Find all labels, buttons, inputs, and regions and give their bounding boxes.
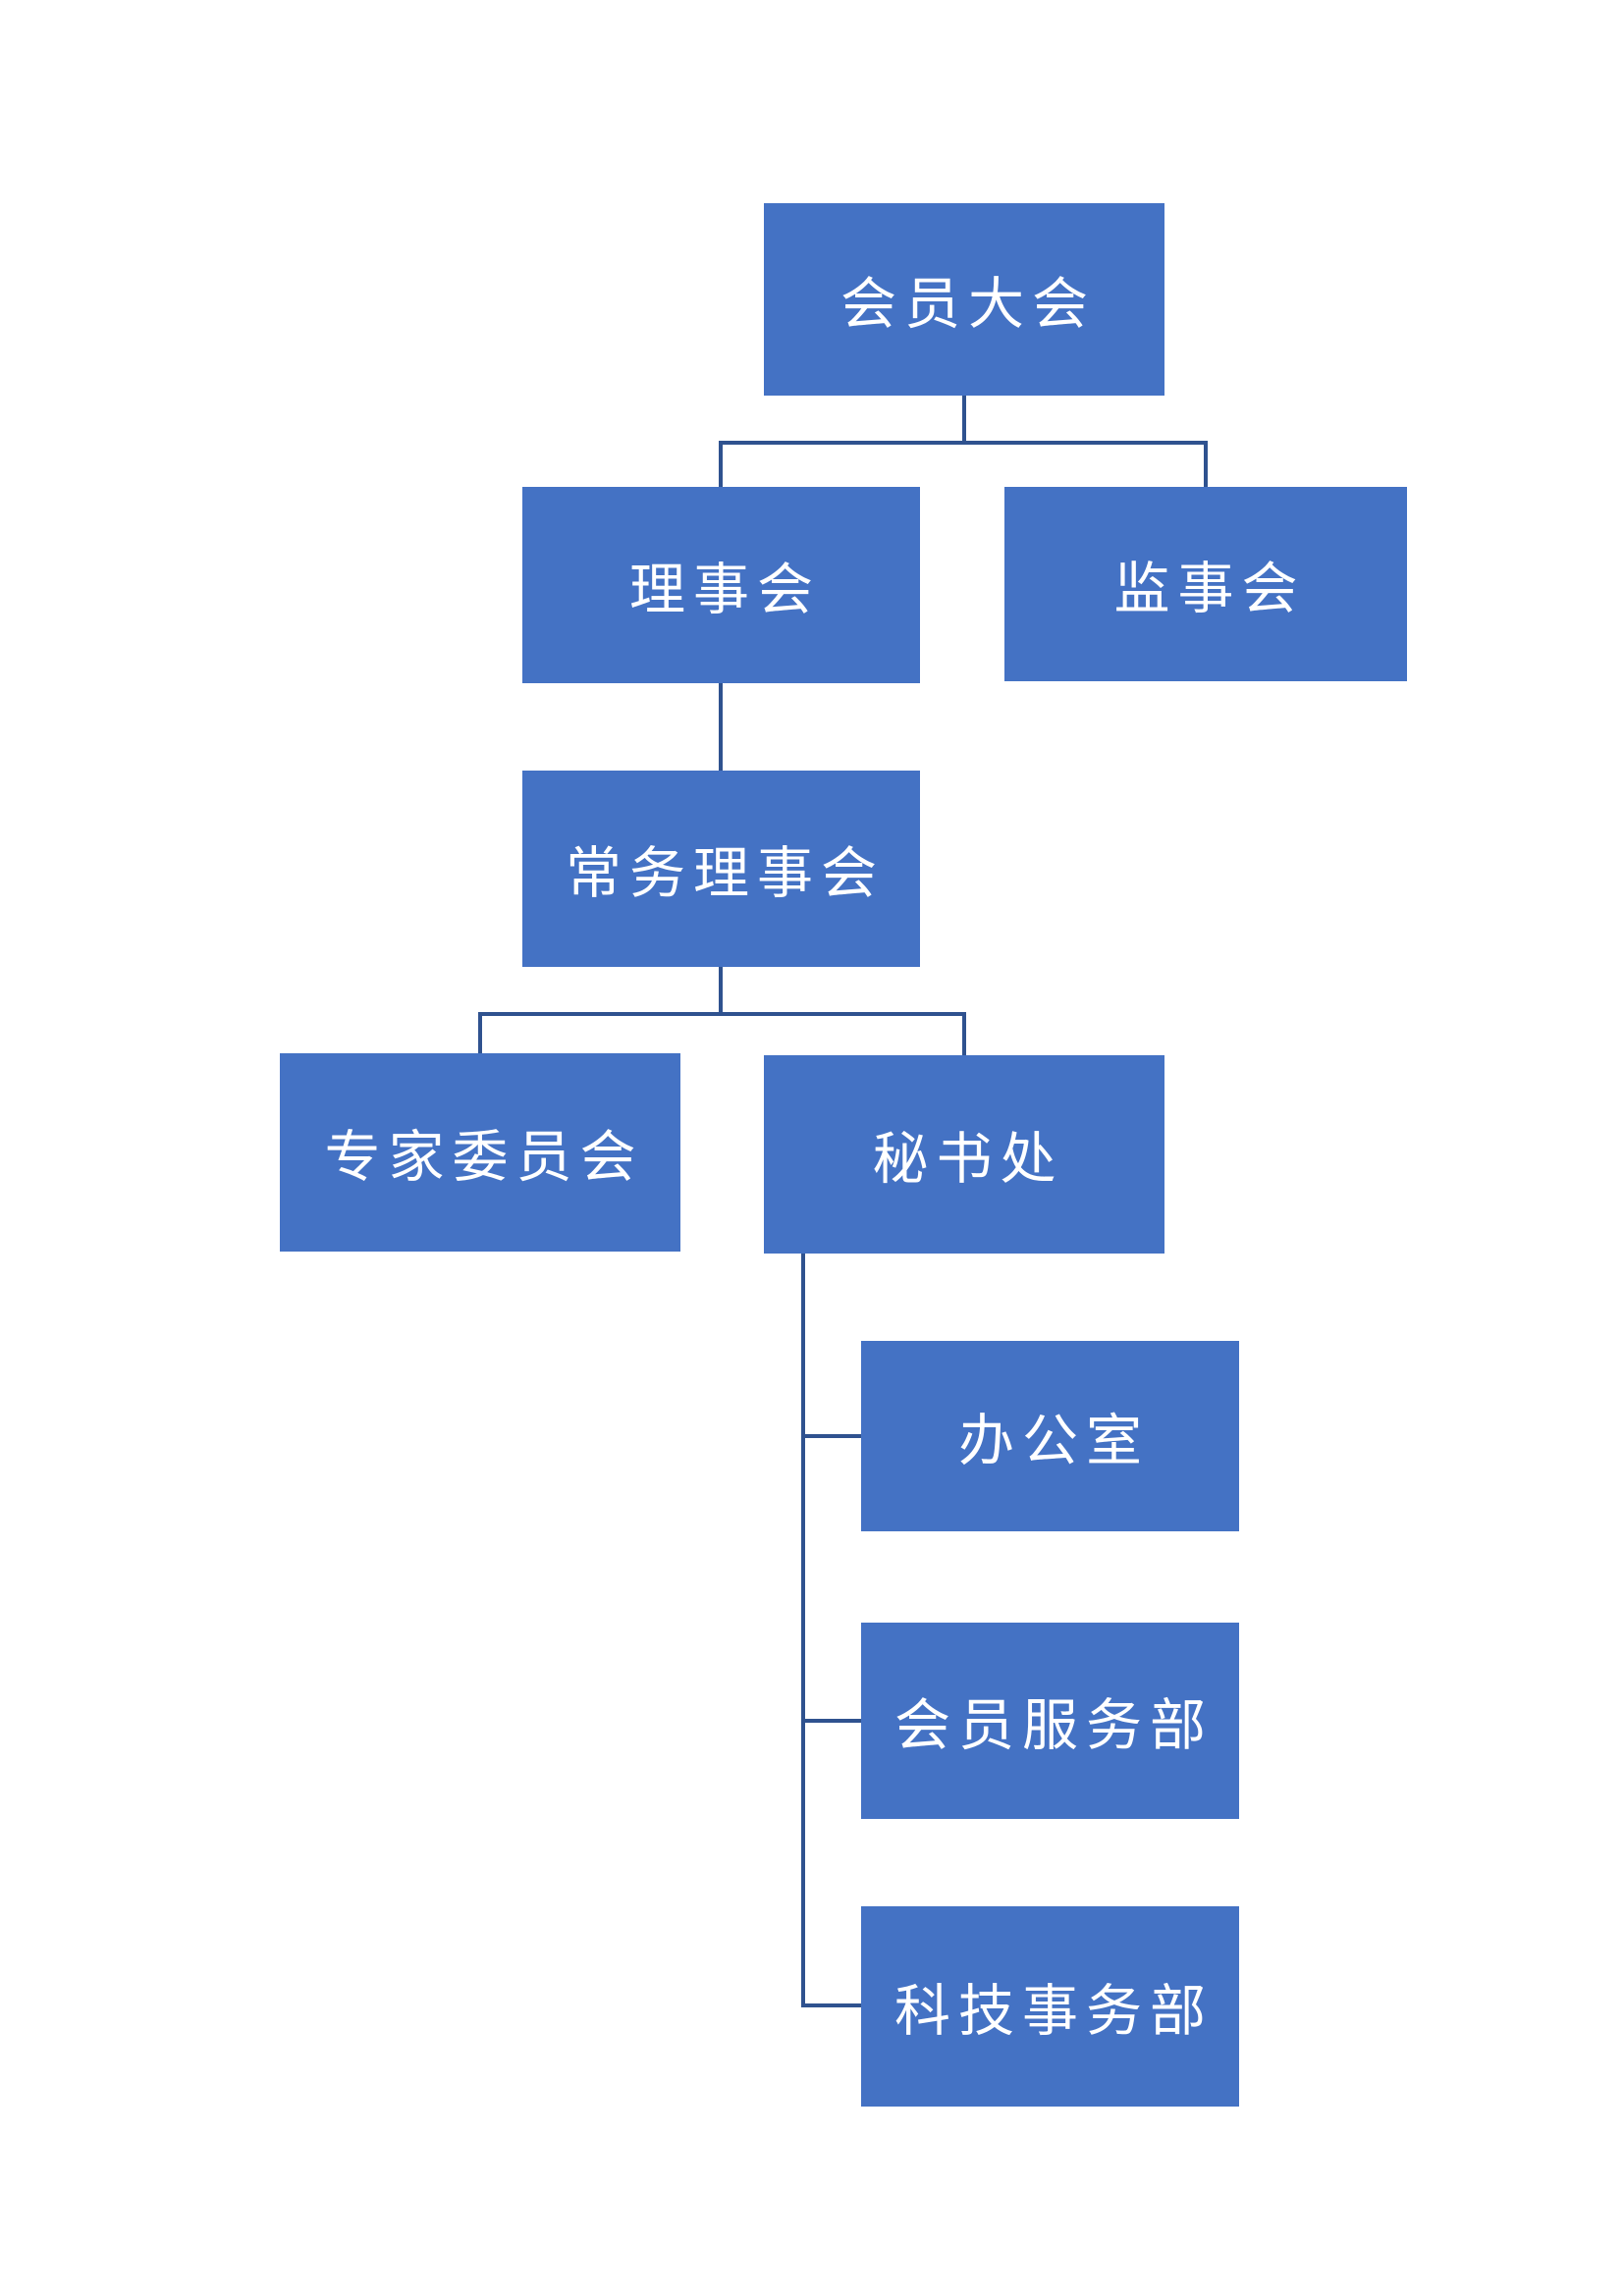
org-box-label: 常务理事会 <box>566 843 885 905</box>
org-box-label: 办公室 <box>958 1411 1150 1472</box>
org-box-office: 办公室 <box>861 1341 1239 1531</box>
org-box-sci-tech-affairs-dept: 科技事务部 <box>861 1906 1239 2107</box>
org-box-supervisory-board: 监事会 <box>1004 487 1407 681</box>
org-box-label: 监事会 <box>1113 559 1306 620</box>
org-box-member-service-dept: 会员服务部 <box>861 1623 1239 1819</box>
org-box-label: 秘书处 <box>872 1129 1064 1191</box>
connector-drop-secretariat <box>962 1012 966 1055</box>
connector-standing-council-stub <box>719 967 723 1016</box>
connector-assembly-stub <box>962 396 966 445</box>
org-box-label: 专家委员会 <box>324 1127 644 1189</box>
org-box-member-assembly: 会员大会 <box>764 203 1164 396</box>
org-box-label: 理事会 <box>629 560 821 621</box>
connector-branch-member-service-dept <box>801 1719 861 1723</box>
org-box-label: 会员大会 <box>840 274 1096 336</box>
org-box-expert-committee: 专家委员会 <box>280 1053 680 1252</box>
org-box-standing-council: 常务理事会 <box>522 771 920 967</box>
connector-level4-crossbar <box>478 1012 966 1016</box>
org-box-label: 科技事务部 <box>894 1981 1214 2043</box>
org-box-board-of-directors: 理事会 <box>522 487 920 683</box>
connector-secretariat-spine <box>801 1254 805 2007</box>
connector-drop-board-of-directors <box>719 441 723 487</box>
connector-branch-office <box>801 1434 861 1438</box>
org-box-label: 会员服务部 <box>894 1695 1214 1757</box>
connector-level2-crossbar <box>719 441 1208 445</box>
connector-directors-to-standing-council <box>719 683 723 771</box>
connector-branch-sci-tech-affairs-dept <box>801 2003 861 2007</box>
org-box-secretariat: 秘书处 <box>764 1055 1164 1254</box>
connector-drop-supervisory-board <box>1204 441 1208 487</box>
connector-drop-expert-committee <box>478 1012 482 1053</box>
